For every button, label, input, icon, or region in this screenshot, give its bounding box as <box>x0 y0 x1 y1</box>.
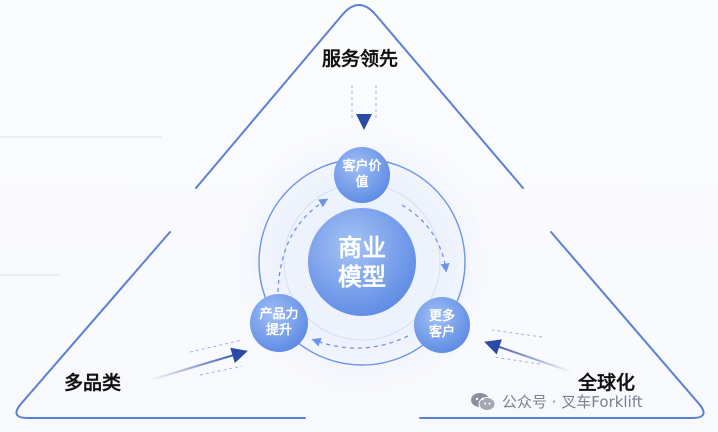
node-customer-value-line1: 客户价 <box>342 158 382 174</box>
top-input-arrows <box>351 78 377 130</box>
vertex-label-right: 全球化 <box>578 372 636 394</box>
center-label-line1: 商业 <box>338 234 386 263</box>
node-customer-value-label: 客户价 值 <box>334 150 390 200</box>
cycle-arrow-top-to-right <box>401 204 450 273</box>
center-circle <box>308 208 416 316</box>
vertex-label-top: 服务领先 <box>322 48 399 70</box>
node-customer-value <box>334 147 390 203</box>
node-product-strength-label: 产品力 提升 <box>250 298 308 348</box>
node-more-customers <box>414 297 470 353</box>
wechat-icon <box>470 392 496 412</box>
node-customer-value-line2: 值 <box>355 175 369 190</box>
watermark-text: 公众号 · 叉车Forklift <box>502 393 643 411</box>
center-label-line2: 模型 <box>338 263 386 291</box>
right-input-arrows <box>484 329 573 373</box>
node-product-strength-line1: 产品力 <box>259 306 299 322</box>
cycle-arrow-left-to-top <box>277 198 329 293</box>
watermark: 公众号 · 叉车Forklift <box>470 391 643 412</box>
cycle-arrows <box>277 198 450 349</box>
center-label: 商业 模型 <box>312 218 412 308</box>
node-more-customers-line2: 客户 <box>428 325 455 340</box>
node-product-strength-line2: 提升 <box>265 323 292 338</box>
vertex-label-left: 多品类 <box>64 372 122 394</box>
node-more-customers-label: 更多 客户 <box>414 300 470 350</box>
cycle-arrow-right-to-left <box>311 335 409 349</box>
outer-triangle <box>15 4 705 419</box>
node-product-strength <box>250 294 308 352</box>
left-input-arrows <box>149 339 248 381</box>
node-more-customers-line1: 更多 <box>428 308 455 324</box>
